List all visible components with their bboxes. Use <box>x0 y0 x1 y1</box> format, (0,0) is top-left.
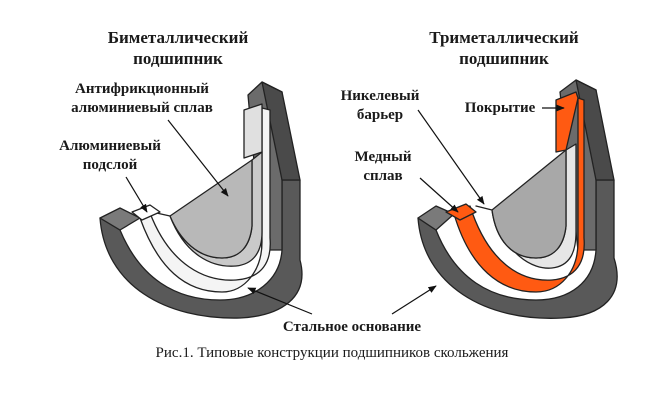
label-coating: Покрытие <box>465 100 536 116</box>
trimetal-steel-back <box>575 79 615 181</box>
label-copper-line2: сплав <box>363 168 402 184</box>
arrow-antifriction <box>167 119 229 197</box>
arrow-steel-left <box>247 287 313 315</box>
bimetal-alloy-face <box>169 159 253 259</box>
trimetal-steel-side <box>417 179 618 319</box>
trimetal-copper-layer <box>453 97 585 293</box>
arrow-nickel <box>417 109 485 205</box>
bimetal-title-line1: Биметаллический <box>108 28 249 47</box>
bimetal-lip <box>243 103 263 159</box>
label-antifriction-line1: Антифрикционный <box>75 81 209 97</box>
label-sublayer-line2: подслой <box>83 157 138 173</box>
label-antifriction-line2: алюминиевый сплав <box>71 100 213 116</box>
arrow-copper <box>419 177 459 213</box>
trimetal-end-face-orange <box>445 203 477 221</box>
arrow-steel-right <box>391 285 437 315</box>
bimetal-steel-back <box>261 81 301 181</box>
trimetal-alloy-face <box>491 149 567 259</box>
bimetal-sublayer <box>139 107 271 293</box>
trimetal-title-line1: Триметаллический <box>429 28 579 47</box>
trimetal-bearing <box>417 79 618 319</box>
figure-caption: Рис.1. Типовые конструкции подшипников с… <box>156 345 509 361</box>
bimetal-steel-side <box>99 179 303 319</box>
label-sublayer-line1: Алюминиевый <box>59 138 161 154</box>
trimetal-title-line2: подшипник <box>459 49 549 68</box>
arrow-sublayer <box>125 176 148 213</box>
label-nickel-line2: барьер <box>357 107 403 123</box>
label-copper-line1: Медный <box>354 149 411 165</box>
label-nickel-line1: Никелевый <box>341 88 420 104</box>
bimetal-bearing <box>99 81 303 319</box>
label-steel-base: Стальное основание <box>283 319 422 335</box>
bimetal-title-line2: подшипник <box>133 49 223 68</box>
